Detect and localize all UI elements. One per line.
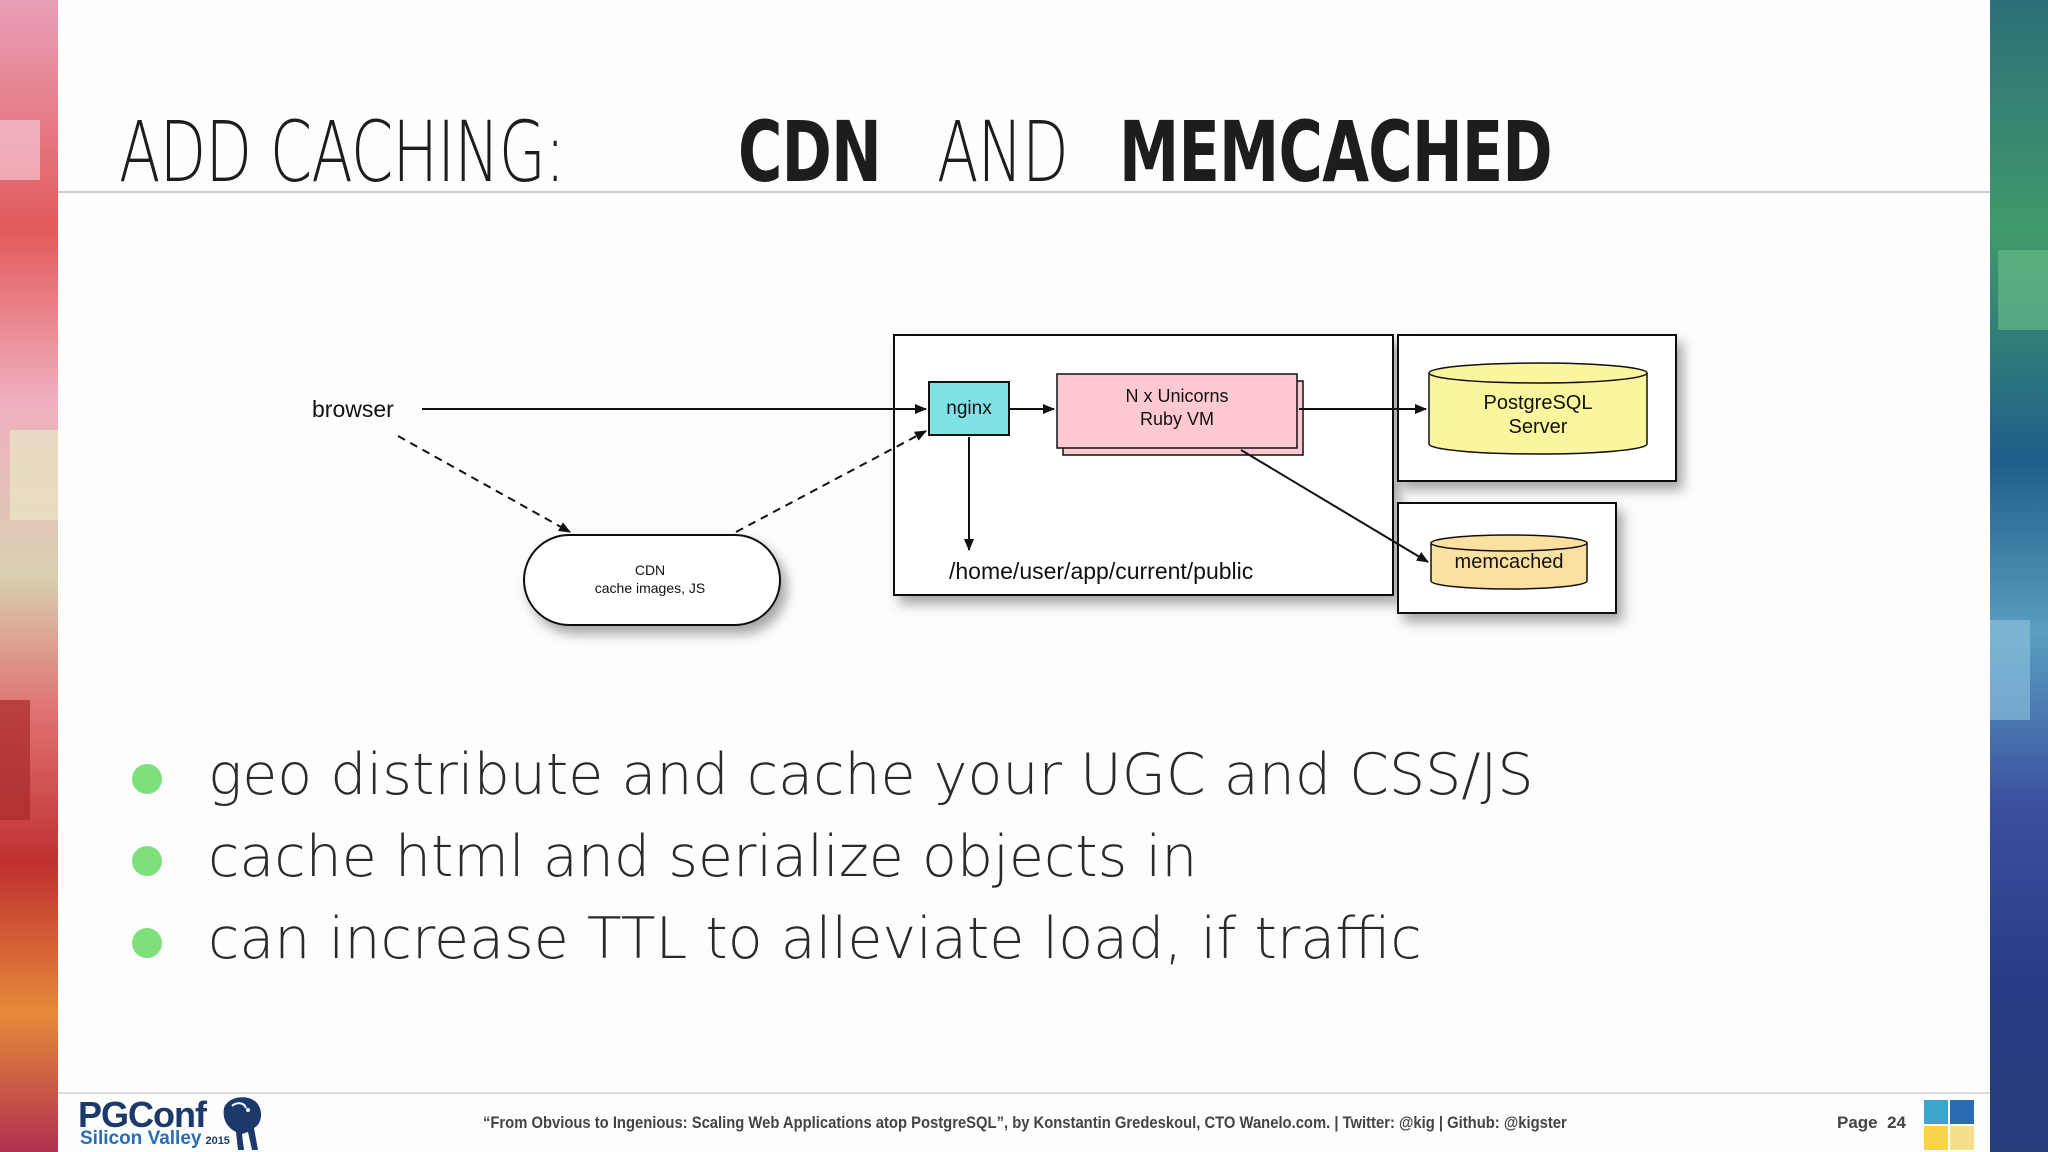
title-part-bold: CDN (737, 103, 882, 201)
bullet-text: cache html and serialize objects in (208, 824, 1198, 890)
logo-year: 2015 (205, 1135, 230, 1147)
elephant-icon (223, 1097, 262, 1150)
cdn-node (523, 534, 781, 626)
title-divider (58, 191, 1990, 193)
postgres-node (1428, 362, 1648, 455)
browser-label: browser (312, 396, 394, 422)
title-part-light: AND (936, 103, 1069, 201)
title-part-bold: MEMCACHED (1118, 103, 1553, 201)
edge-unicorns-to-memcached (1240, 449, 1429, 563)
nginx-node (928, 381, 1010, 436)
public-path-label: /home/user/app/current/public (949, 558, 1253, 584)
footer-divider (58, 1092, 1990, 1094)
edge-cdn-to-nginx (735, 430, 927, 533)
bullet-dot (132, 764, 162, 794)
unicorns-label: N x Unicorns (1125, 386, 1228, 406)
bullet-dot (132, 846, 162, 876)
page-number: Page 24 (1837, 1112, 1906, 1134)
unicorns-node (1056, 373, 1298, 449)
bullet-text: can increase TTL to alleviate load, if t… (208, 906, 1422, 972)
cdn-label: CDN (635, 562, 665, 578)
page-number-value: 24 (1887, 1113, 1907, 1132)
logo-location: Silicon Valley (80, 1128, 202, 1149)
memcached-label: memcached (1455, 551, 1564, 573)
edge-browser-to-cdn (397, 435, 571, 533)
architecture-diagram: browser CDN cache images, JS nginx N x U… (312, 334, 1677, 626)
footer-citation: “From Obvious to Ingenious: Scaling Web … (483, 1113, 1567, 1132)
slide-title: ADD CACHING: CDN AND MEMCACHED (119, 92, 1720, 212)
painted-edge-right (1990, 0, 2048, 1152)
title-part-light: ADD CACHING: (119, 103, 565, 201)
cdn-sublabel: cache images, JS (595, 580, 706, 596)
page-label: Page (1837, 1113, 1878, 1132)
painted-edge-left (0, 0, 58, 1152)
postgres-label: PostgreSQL (1484, 392, 1593, 414)
nginx-label: nginx (946, 398, 992, 419)
bullet-dot (132, 928, 162, 958)
brand-mark-icon (1924, 1100, 1974, 1150)
unicorns-sublabel: Ruby VM (1140, 409, 1214, 429)
memcached-node (1430, 534, 1588, 590)
postgres-sublabel: Server (1509, 416, 1568, 438)
slide: ADD CACHING: CDN AND MEMCACHED browser C… (58, 0, 1990, 1152)
bullet-text: geo distribute and cache your UGC and CS… (208, 742, 1534, 808)
logo-wordmark: PGConf (78, 1094, 207, 1135)
